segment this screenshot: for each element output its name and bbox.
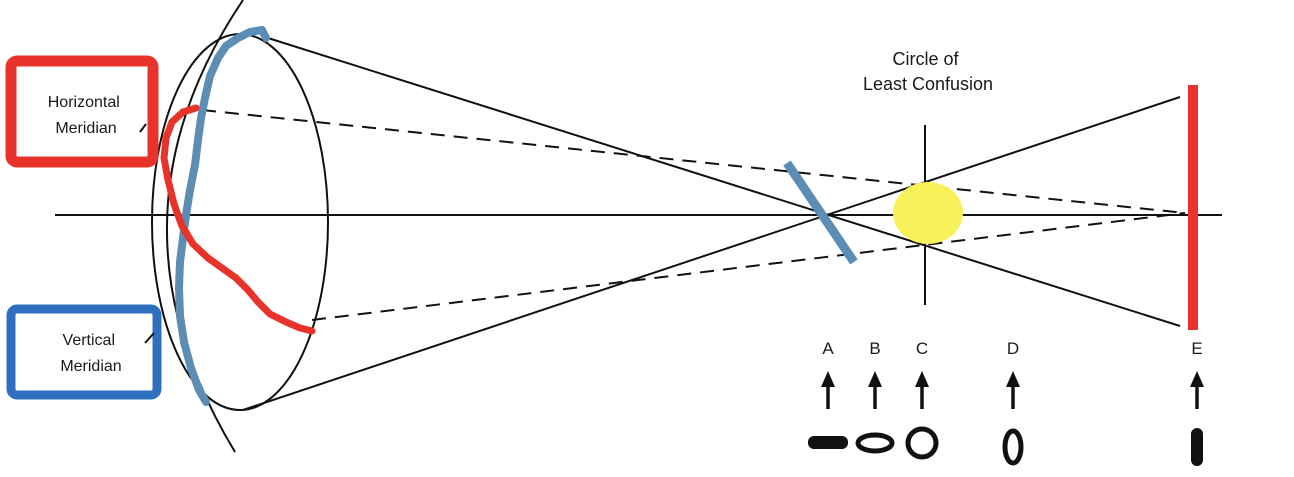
vertical-focal-line	[783, 160, 858, 265]
vertical-meridian-leader	[144, 332, 155, 344]
up-arrow-icon	[1006, 371, 1020, 409]
image-shape-c	[905, 426, 939, 460]
position-label-a: A	[822, 339, 834, 358]
image-shape-b	[855, 432, 895, 454]
up-arrow-icon	[915, 371, 929, 409]
position-label-d: D	[1007, 339, 1019, 358]
image-shape-e	[1191, 428, 1203, 466]
up-arrow-icon	[868, 371, 882, 409]
horizontal-ray-bottom	[311, 212, 1186, 321]
circle-title-line1: Circle of	[892, 49, 959, 69]
horizontal-meridian-label-line2: Meridian	[55, 120, 116, 137]
horizontal-ray-top	[201, 109, 1186, 214]
up-arrow-icon	[821, 371, 835, 409]
vertical-ray-top	[267, 37, 1181, 327]
position-label-c: C	[916, 339, 928, 358]
up-arrow-icon	[1190, 371, 1204, 409]
circle-title-line2: Least Confusion	[863, 74, 993, 94]
vertical-meridian-stroke	[175, 26, 270, 406]
circle-of-least-confusion	[893, 182, 963, 244]
horizontal-meridian-box	[5, 55, 159, 168]
horizontal-meridian-label: Horizontal Meridian	[48, 94, 124, 137]
horizontal-meridian-stroke	[160, 104, 316, 335]
circle-title: Circle of Least Confusion	[863, 49, 993, 94]
vertical-meridian-label-line2: Meridian	[60, 358, 121, 375]
horizontal-meridian-label-line1: Horizontal	[48, 94, 120, 111]
horizontal-meridian-leader	[139, 123, 147, 133]
vertical-meridian-label: Vertical Meridian	[60, 332, 121, 375]
position-label-b: B	[869, 339, 880, 358]
image-shape-a	[808, 436, 848, 449]
vertical-ray-bottom	[242, 96, 1181, 411]
position-markers: A B C D E	[808, 339, 1204, 466]
vertical-meridian-box	[6, 304, 162, 400]
image-shape-d	[1002, 428, 1024, 466]
vertical-meridian-label-line1: Vertical	[63, 332, 115, 349]
horizontal-focal-line	[1188, 85, 1198, 330]
position-label-e: E	[1191, 339, 1202, 358]
